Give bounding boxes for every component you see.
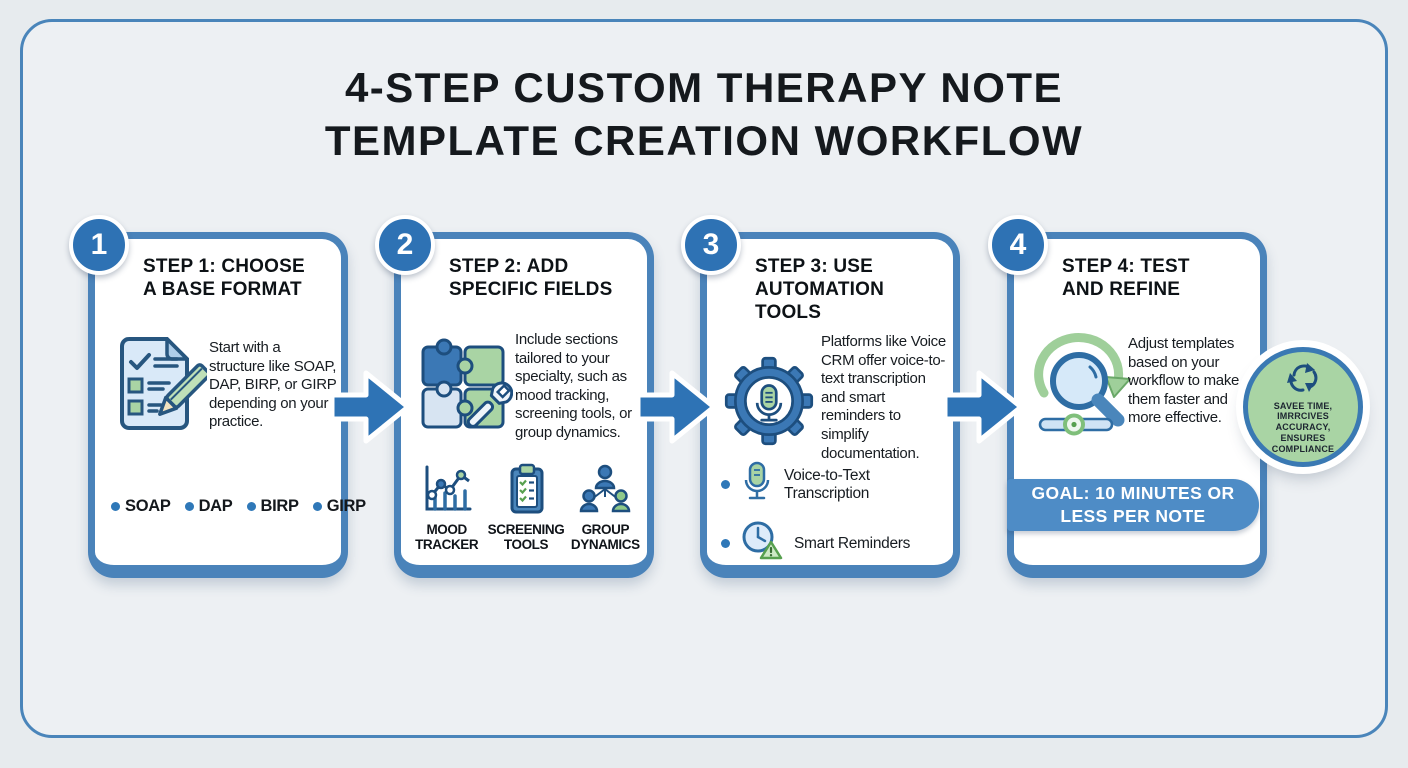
step-4-number-badge: 4 (988, 215, 1048, 275)
magnifier-refresh-icon (1026, 331, 1136, 442)
step-2-description: Include sections tailored to your specia… (515, 331, 632, 441)
step-4-title: STEP 4: TEST AND REFINE (1062, 256, 1190, 301)
list-item: Smart Reminders (721, 520, 953, 567)
feature-screening-tools: SCREENING TOOLS (486, 463, 565, 552)
list-item: Voice-to-Text Transcription (721, 461, 953, 508)
format-options-list: SOAP DAP BIRP GIRP (111, 497, 366, 516)
bullet-dot (111, 502, 120, 511)
flow-arrow-icon (636, 370, 717, 444)
feature-mood-tracker: MOOD TRACKER (407, 463, 486, 552)
benefit-badge: SAVEE TIME, IMRRCIVES ACCURACY, ENSURES … (1243, 347, 1363, 467)
bullet-dot (721, 480, 730, 489)
step-2-number-badge: 2 (375, 215, 435, 275)
list-item: GIRP (312, 497, 366, 516)
puzzle-wrench-icon (413, 331, 514, 440)
step-4-card: 4 STEP 4: TEST AND REFINE Adjust templat… (988, 215, 1267, 578)
clipboard-checklist-icon (499, 463, 553, 520)
benefit-text: SAVEE TIME, IMRRCIVES ACCURACY, ENSURES … (1271, 400, 1335, 454)
goal-banner: GOAL: 10 MINUTES OR LESS PER NOTE (1007, 479, 1259, 531)
list-item: BIRP (246, 497, 299, 516)
step-1-description: Start with a structure like SOAP, DAP, B… (209, 339, 337, 431)
step-3-number-badge: 3 (681, 215, 741, 275)
mood-chart-icon (420, 463, 474, 520)
step-2-title: STEP 2: ADD SPECIFIC FIELDS (449, 256, 613, 301)
step-1-card: 1 STEP 1: CHOOSE A BASE FORMAT Start wit… (69, 215, 366, 578)
list-item: SOAP (111, 497, 171, 516)
list-item: DAP (184, 497, 233, 516)
recycle-arrows-icon (1284, 360, 1322, 399)
bullet-dot (246, 502, 256, 511)
microphone-icon (740, 461, 774, 508)
gear-microphone-icon (719, 351, 819, 456)
bullet-dot (721, 539, 730, 548)
step-4-description: Adjust templates based on your workflow … (1128, 335, 1240, 427)
automation-feature-list: Voice-to-Text Transcription Smart Remind… (721, 461, 953, 567)
feature-group-dynamics: GROUP DYNAMICS (566, 463, 645, 552)
page-title: 4-STEP CUSTOM THERAPY NOTE TEMPLATE CREA… (324, 64, 1084, 164)
group-people-icon (578, 463, 632, 520)
step-3-title: STEP 3: USE AUTOMATION TOOLS (755, 256, 885, 324)
clock-alert-icon (740, 520, 784, 567)
step-1-number-badge: 1 (69, 215, 129, 275)
step-3-description: Platforms like Voice CRM offer voice-to-… (821, 333, 946, 462)
flow-arrow-icon (943, 370, 1024, 444)
bullet-dot (312, 502, 322, 511)
flow-arrow-icon (330, 370, 411, 444)
step-2-card: 2 STEP 2: ADD SPECIFIC FIELDS Include se… (375, 215, 654, 578)
step-2-feature-row: MOOD TRACKER SCREENING TOOLS (407, 463, 645, 552)
step-1-title: STEP 1: CHOOSE A BASE FORMAT (143, 256, 305, 301)
document-pencil-icon (107, 331, 211, 440)
bullet-dot (184, 502, 194, 511)
step-3-card: 3 STEP 3: USE AUTOMATION TOOLS (681, 215, 960, 578)
